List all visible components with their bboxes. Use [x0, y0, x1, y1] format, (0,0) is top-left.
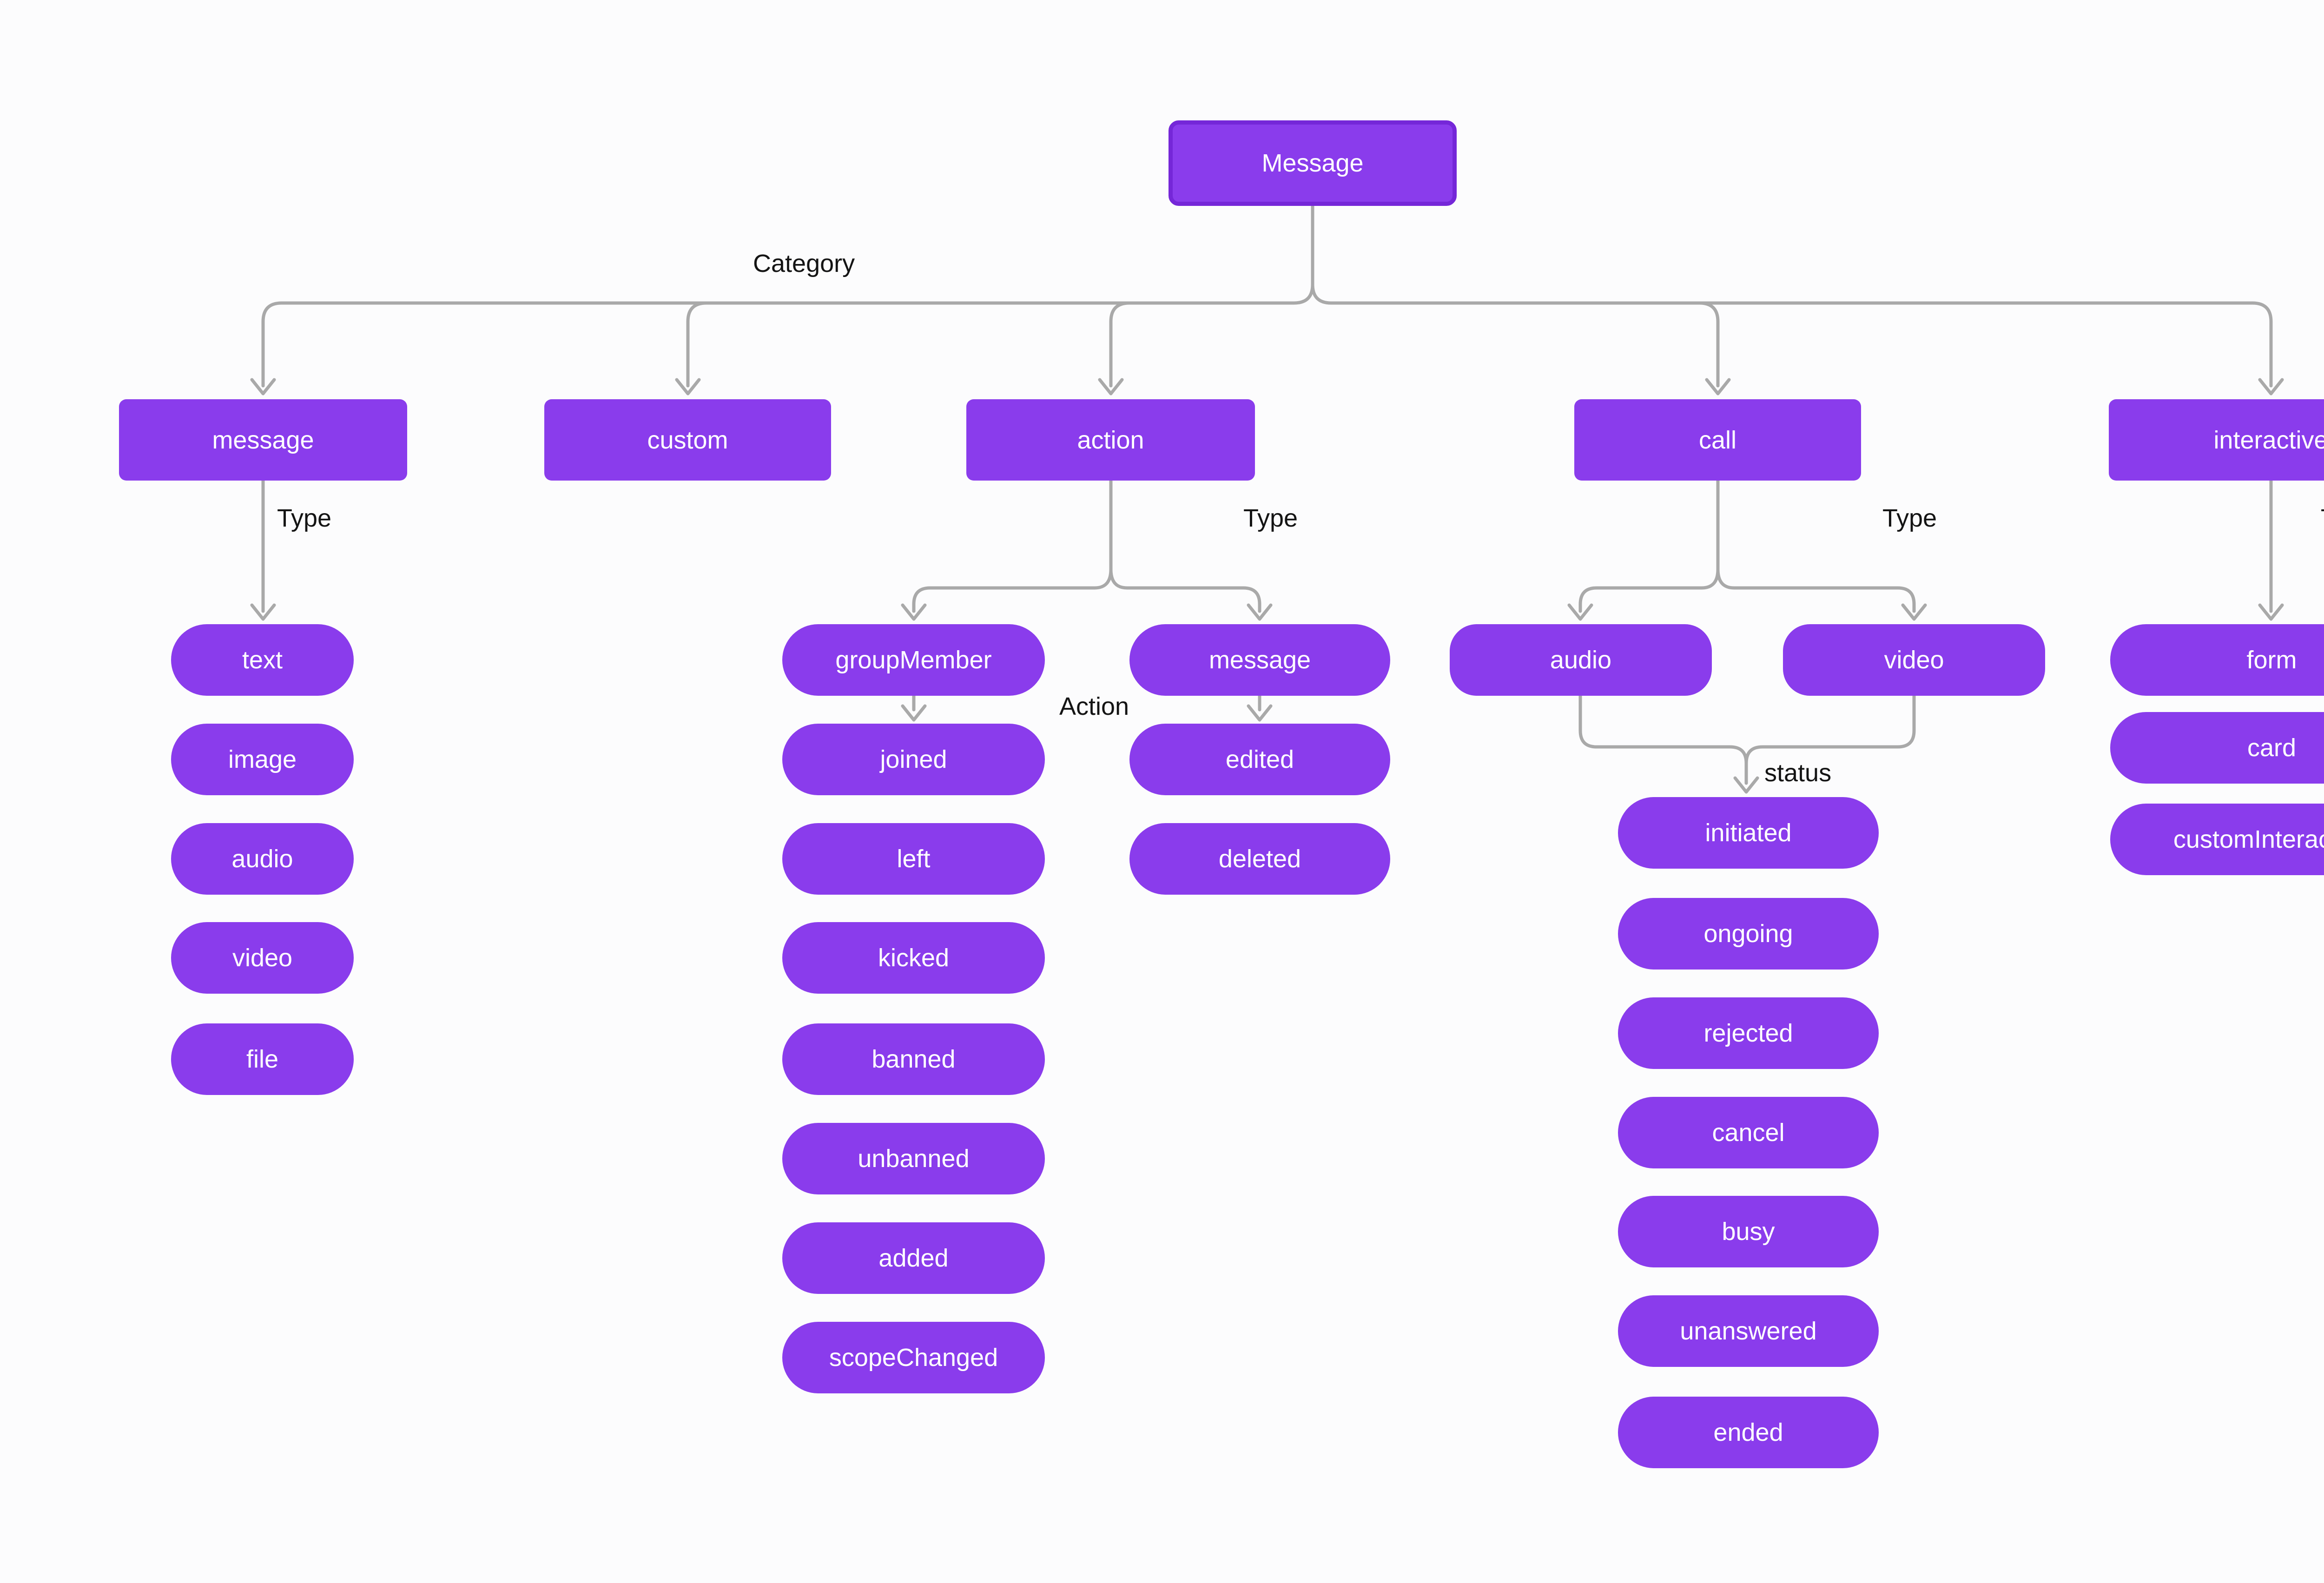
node-group-action-joined[interactable]: joined [782, 724, 1045, 795]
node-status-ended[interactable]: ended [1618, 1397, 1879, 1468]
node-message-action-edited[interactable]: edited [1129, 724, 1390, 795]
edge-root-right [1311, 283, 2273, 388]
label-type-call: Type [1882, 504, 1937, 532]
node-group-action-added[interactable]: added [782, 1222, 1045, 1294]
node-interactive-form[interactable]: form [2110, 624, 2324, 696]
node-action-type-group-member[interactable]: groupMember [782, 624, 1045, 696]
node-status-initiated[interactable]: initiated [1618, 797, 1879, 869]
edge-call-merge-right [1744, 694, 1916, 765]
edge-action-split-left [912, 479, 1113, 613]
node-group-action-unbanned[interactable]: unbanned [782, 1123, 1045, 1194]
node-root-message[interactable]: Message [1169, 120, 1457, 206]
node-call-type-video[interactable]: video [1783, 624, 2045, 696]
node-action-type-message[interactable]: message [1129, 624, 1390, 696]
node-group-action-left[interactable]: left [782, 823, 1045, 895]
node-category-action[interactable]: action [966, 399, 1255, 481]
node-category-call[interactable]: call [1574, 399, 1861, 481]
edge-root-left [261, 204, 1314, 388]
edge-drop-call [1697, 301, 1720, 388]
label-type-message: Type [277, 504, 332, 532]
edge-drop-action [1109, 301, 1131, 388]
node-status-ongoing[interactable]: ongoing [1618, 898, 1879, 970]
node-status-busy[interactable]: busy [1618, 1196, 1879, 1267]
node-group-action-scope-changed[interactable]: scopeChanged [782, 1322, 1045, 1393]
node-type-image[interactable]: image [171, 724, 354, 795]
node-type-text[interactable]: text [171, 624, 354, 696]
node-group-action-banned[interactable]: banned [782, 1023, 1045, 1095]
node-type-audio[interactable]: audio [171, 823, 354, 895]
node-type-video[interactable]: video [171, 922, 354, 994]
node-category-interactive[interactable]: interactive [2109, 399, 2324, 481]
node-category-message[interactable]: message [119, 399, 407, 481]
label-type-interactive: Type [2321, 506, 2324, 531]
node-message-action-deleted[interactable]: deleted [1129, 823, 1390, 895]
edge-call-split-left [1578, 479, 1720, 613]
node-status-cancel[interactable]: cancel [1618, 1097, 1879, 1168]
label-category: Category [753, 250, 855, 277]
edge-call-split-right [1716, 567, 1916, 613]
label-type-action: Type [1243, 504, 1298, 532]
edge-call-merge-left [1578, 694, 1748, 785]
node-status-rejected[interactable]: rejected [1618, 997, 1879, 1069]
node-type-file[interactable]: file [171, 1023, 354, 1095]
node-status-unanswered[interactable]: unanswered [1618, 1295, 1879, 1367]
node-interactive-custom-interactive[interactable]: customInteractive [2110, 804, 2324, 875]
node-category-custom[interactable]: custom [544, 399, 831, 481]
edge-action-split-right [1109, 567, 1261, 613]
node-call-type-audio[interactable]: audio [1450, 624, 1712, 696]
edge-drop-custom [686, 301, 708, 388]
label-status: status [1764, 759, 1832, 787]
label-action: Action [1059, 693, 1129, 720]
node-interactive-card[interactable]: card [2110, 712, 2324, 784]
node-group-action-kicked[interactable]: kicked [782, 922, 1045, 994]
